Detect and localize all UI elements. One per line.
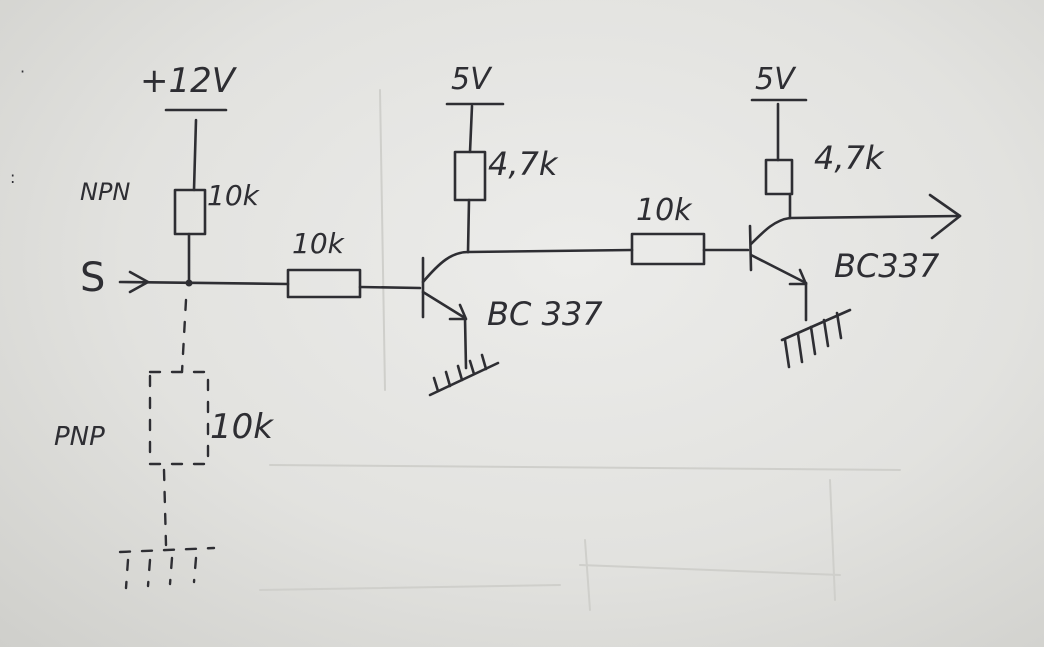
paper-mark: : [10,168,16,187]
input-signal-label: S [80,255,106,301]
transistor-q1 [421,250,470,370]
supply-12v-label: +12V [140,61,236,101]
resistor-pulldown-pnp-label: 10k [210,407,273,447]
ground-q2 [780,308,852,369]
paper-mark: · [20,62,26,81]
wire-collector-to-mid [466,248,634,254]
resistor-series-in-label: 10k [292,227,344,260]
resistor-pullup-npn-label: 10k [207,179,259,212]
pnp-alternative-dashed [118,298,216,590]
supply-5v-a-label: 5V [451,62,491,97]
input-junction-dot [185,279,193,287]
input-signal-line [118,270,290,294]
output-arrow [788,193,962,240]
ground-q1 [428,353,500,397]
supply-5v-b-rail [750,98,808,162]
resistor-series-mid-label: 10k [636,193,692,228]
transistor-q2 [748,216,808,322]
transistor-q1-label: BC 337 [487,295,603,333]
resistor-collector-2-label: 4,7k [814,139,884,177]
resistor-pullup-npn [173,188,207,284]
transistor-q2-label: BC337 [834,247,940,285]
supply-5v-a-rail [445,102,505,154]
pnp-note: PNP [54,422,105,452]
resistor-collector-1 [453,150,487,254]
background-ghost-lines [259,89,901,611]
supply-12v-rail [164,108,228,192]
resistor-collector-2 [764,158,794,220]
resistor-collector-1-label: 4,7k [488,145,558,183]
resistor-series-mid [630,232,750,266]
npn-note: NPN [80,178,131,206]
resistor-series-in [286,268,422,299]
supply-5v-b-label: 5V [755,62,795,97]
